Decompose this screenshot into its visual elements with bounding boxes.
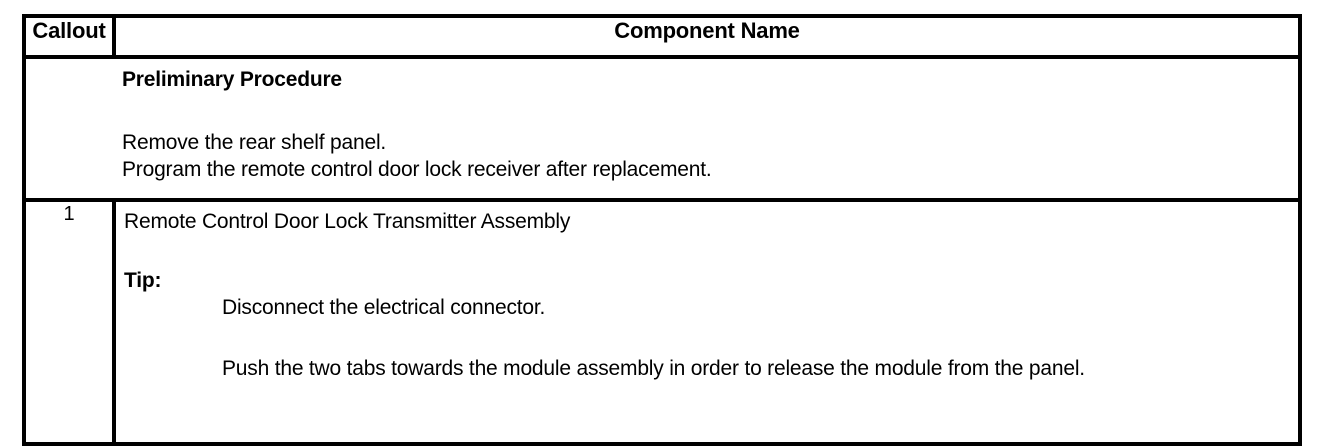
tip-item: Push the two tabs towards the module ass… bbox=[222, 357, 1085, 380]
component-name-text: Remote Control Door Lock Transmitter Ass… bbox=[124, 210, 571, 233]
column-header-component-name: Component Name bbox=[112, 14, 1302, 59]
table-header-row: Callout Component Name bbox=[22, 14, 1302, 59]
service-procedure-table: Callout Component Name Preliminary Proce… bbox=[22, 14, 1302, 446]
table-row: 1 Remote Control Door Lock Transmitter A… bbox=[22, 198, 1302, 446]
table-header: Callout Component Name bbox=[22, 14, 1302, 59]
tip-item: Disconnect the electrical connector. bbox=[222, 296, 546, 319]
tip-label: Tip: bbox=[124, 269, 162, 292]
preliminary-procedure-title: Preliminary Procedure bbox=[122, 68, 342, 91]
spacer bbox=[124, 321, 1288, 355]
table-row: Preliminary Procedure Remove the rear sh… bbox=[22, 55, 1302, 202]
callout-number: 1 bbox=[22, 198, 116, 446]
column-header-callout: Callout bbox=[22, 14, 116, 59]
table-body: Preliminary Procedure Remove the rear sh… bbox=[22, 55, 1302, 446]
preliminary-procedure-line: Remove the rear shelf panel. bbox=[122, 131, 387, 154]
spacer bbox=[122, 93, 1288, 129]
preliminary-procedure-line: Program the remote control door lock rec… bbox=[122, 158, 712, 181]
component-detail-content: Remote Control Door Lock Transmitter Ass… bbox=[116, 202, 1298, 382]
spacer bbox=[124, 235, 1288, 268]
preliminary-procedure-content: Preliminary Procedure Remove the rear sh… bbox=[26, 59, 1298, 183]
component-detail-cell: Remote Control Door Lock Transmitter Ass… bbox=[112, 198, 1302, 446]
preliminary-procedure-cell: Preliminary Procedure Remove the rear sh… bbox=[22, 55, 1302, 202]
